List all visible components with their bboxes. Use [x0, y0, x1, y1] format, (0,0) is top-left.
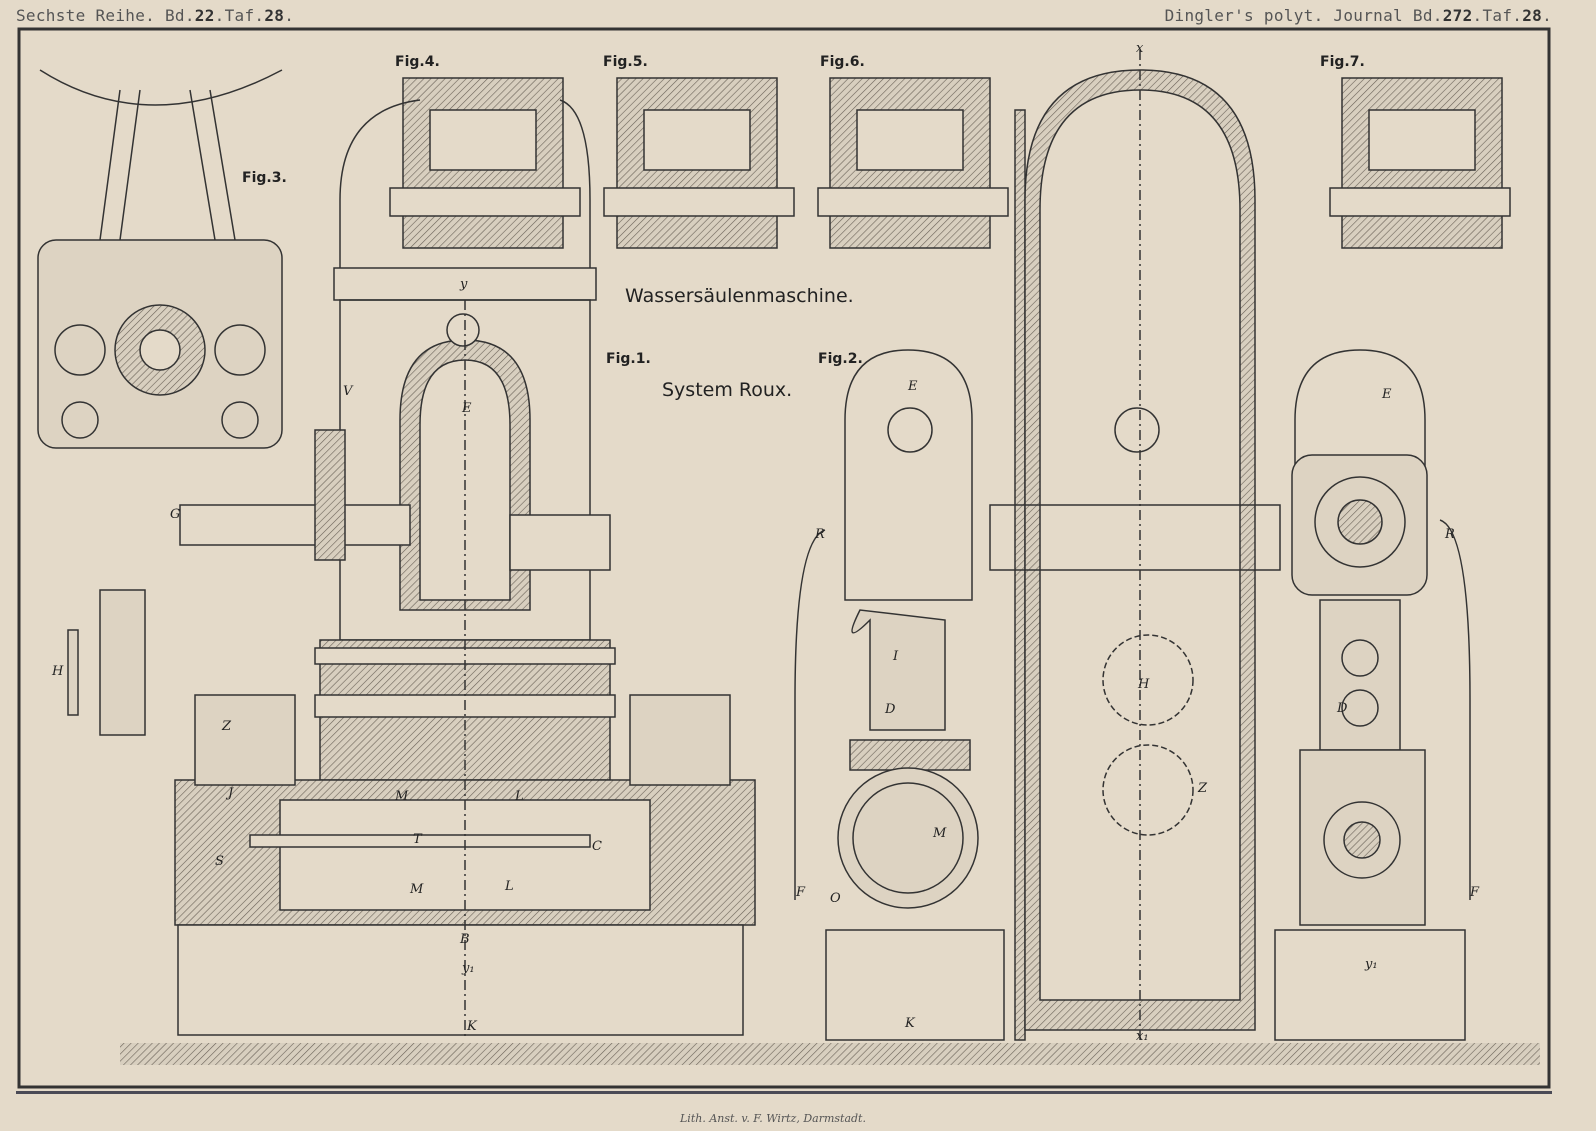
- fig4-valve-section: [389, 77, 581, 249]
- part-label: E: [461, 401, 472, 416]
- part-label: R: [1444, 527, 1455, 542]
- part-label: F: [795, 885, 806, 900]
- fig7-valve-section: [1329, 77, 1511, 249]
- part-label: y₁: [1364, 957, 1378, 972]
- part-label: E: [1381, 387, 1392, 402]
- part-label: M: [932, 826, 947, 841]
- part-label: H: [1137, 677, 1150, 692]
- part-label: S: [215, 854, 224, 869]
- plate-subtitle: System Roux.: [662, 379, 792, 401]
- part-label: Z: [221, 719, 232, 734]
- part-label: O: [830, 891, 841, 906]
- plate-title: Wassersäulenmaschine.: [625, 285, 854, 307]
- part-label: V: [343, 384, 354, 399]
- part-label: F: [1469, 885, 1480, 900]
- part-label: M: [394, 789, 409, 804]
- fig5-label: Fig.5.: [603, 54, 648, 70]
- part-label: T: [413, 832, 423, 847]
- part-label: y: [459, 277, 468, 292]
- plate-frame: [17, 27, 1551, 1089]
- fig6-valve-section: [817, 77, 1009, 249]
- part-label: G: [170, 507, 180, 522]
- fig2-side-view: [794, 50, 1281, 1041]
- fig2-label: Fig.2.: [818, 351, 863, 367]
- part-label: I: [892, 649, 899, 664]
- part-label: D: [884, 702, 896, 717]
- fig3-top-view: [37, 69, 283, 449]
- part-label: L: [514, 789, 524, 804]
- header-left: Sechste Reihe. Bd.22.Taf.28.: [16, 6, 295, 25]
- fig5-valve-section: [603, 77, 795, 249]
- part-label: E: [907, 379, 918, 394]
- part-label: K: [466, 1019, 478, 1034]
- header-right: Dingler's polyt. Journal Bd.272.Taf.28.: [1164, 6, 1552, 25]
- part-label: D: [1336, 701, 1348, 716]
- part-label: M: [409, 882, 424, 897]
- fig6-label: Fig.6.: [820, 54, 865, 70]
- part-label: y₁: [461, 961, 475, 976]
- bottom-rule: [16, 1091, 1552, 1094]
- part-label: H: [51, 664, 64, 679]
- part-label: K: [904, 1016, 916, 1031]
- fig3-label: Fig.3.: [242, 170, 287, 186]
- part-label: C: [592, 839, 602, 854]
- part-label: x: [1136, 41, 1144, 56]
- ground-foundation: [120, 1043, 1540, 1065]
- part-label: L: [504, 879, 514, 894]
- part-label: J: [225, 786, 234, 801]
- lithographer-credit: Lith. Anst. v. F. Wirtz, Darmstadt.: [680, 1112, 866, 1125]
- part-label: Z: [1197, 781, 1208, 796]
- fig4-label: Fig.4.: [395, 54, 440, 70]
- part-label: R: [814, 527, 825, 542]
- part-label: x₁: [1136, 1029, 1149, 1044]
- fig1-section: [67, 99, 756, 1040]
- fig7-label: Fig.7.: [1320, 54, 1365, 70]
- part-label: B: [459, 932, 470, 947]
- fig7-front-view: [1274, 349, 1471, 1041]
- fig1-label: Fig.1.: [606, 351, 651, 367]
